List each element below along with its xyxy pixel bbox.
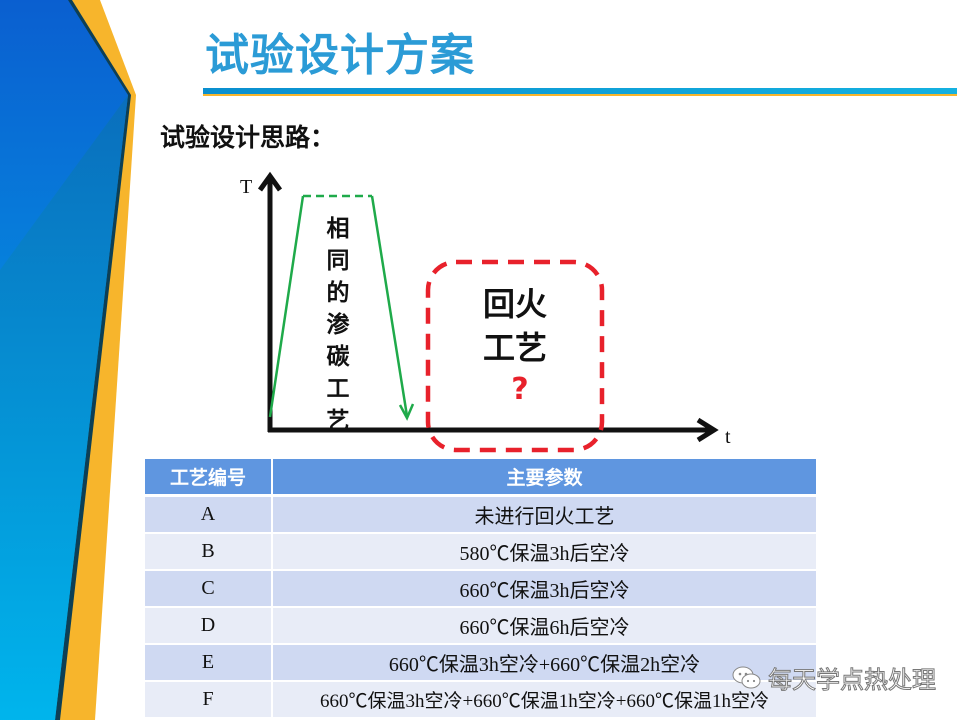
table-row: D 660℃保温6h后空冷 (145, 607, 816, 645)
process-params: 660℃保温3h空冷+660℃保温1h空冷+660℃保温1h空冷 (272, 681, 816, 719)
title-divider (203, 88, 957, 94)
process-id: E (145, 644, 273, 682)
table-header-row: 工艺编号 主要参数 (145, 459, 816, 497)
tempering-label: 回火 工艺 (470, 282, 560, 370)
process-params: 660℃保温6h后空冷 (272, 607, 816, 645)
table-row: E 660℃保温3h空冷+660℃保温2h空冷 (145, 644, 816, 682)
section-heading: 试验设计思路： (160, 123, 336, 152)
process-table: 工艺编号 主要参数 A 未进行回火工艺 B 580℃保温3h后空冷 C 660℃… (145, 459, 816, 719)
process-params: 未进行回火工艺 (272, 495, 816, 534)
question-mark: ? (511, 372, 529, 407)
process-params: 580℃保温3h后空冷 (272, 533, 816, 571)
process-id: A (145, 495, 273, 534)
process-id: C (145, 570, 273, 608)
watermark: 每天学点热处理 (732, 660, 937, 695)
wechat-icon (732, 666, 761, 688)
x-axis-label: t (725, 426, 731, 448)
process-id: D (145, 607, 273, 645)
process-id: B (145, 533, 273, 571)
watermark-text: 每天学点热处理 (768, 666, 937, 695)
header-process-id: 工艺编号 (145, 459, 273, 497)
slide-title: 试验设计方案 (205, 30, 475, 81)
tempering-label-line2: 工艺 (482, 329, 547, 367)
carburizing-label: 相同的渗碳工艺 (326, 216, 350, 434)
table-row: F 660℃保温3h空冷+660℃保温1h空冷+660℃保温1h空冷 (145, 681, 816, 719)
side-decoration (0, 0, 136, 720)
process-params: 660℃保温3h后空冷 (272, 570, 816, 608)
process-params: 660℃保温3h空冷+660℃保温2h空冷 (272, 644, 816, 682)
table-row: B 580℃保温3h后空冷 (145, 533, 816, 571)
title-divider-accent (203, 94, 957, 96)
tempering-label-line1: 回火 (482, 285, 547, 323)
table-row: A 未进行回火工艺 (145, 495, 816, 534)
header-main-params: 主要参数 (272, 459, 816, 497)
y-axis-label: T (240, 176, 253, 198)
table-row: C 660℃保温3h后空冷 (145, 570, 816, 608)
process-id: F (145, 681, 273, 719)
